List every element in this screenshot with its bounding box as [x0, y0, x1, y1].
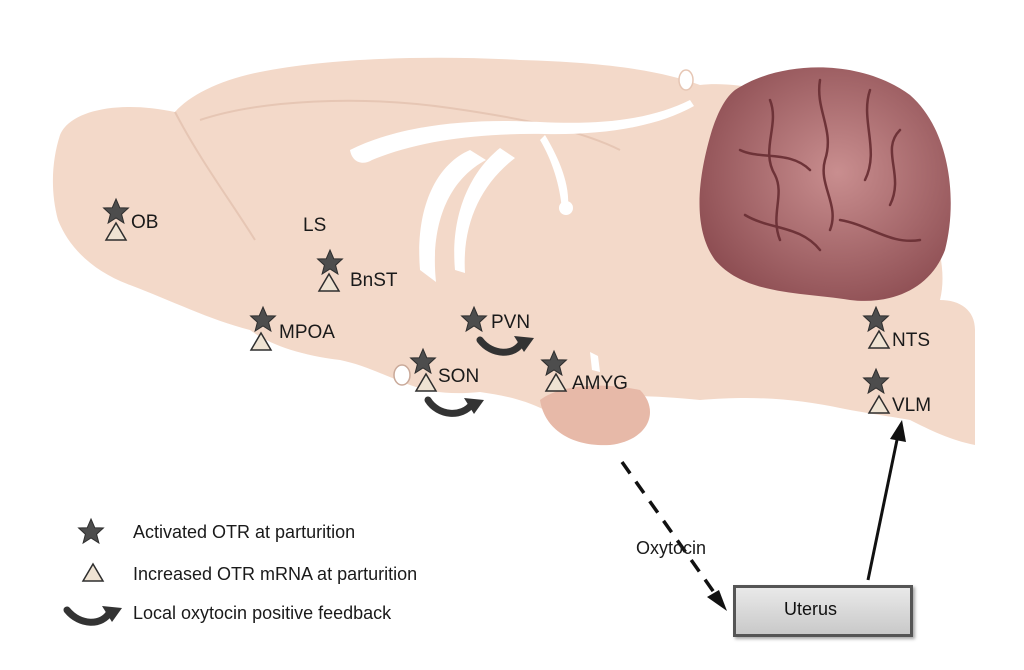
region-label-ob: OB — [131, 212, 159, 233]
uterus-to-vlm-arrow — [866, 434, 900, 581]
region-label-pvn: PVN — [491, 312, 531, 333]
olfactory-bulb-outline — [174, 111, 256, 241]
legend-arrow-text: Local oxytocin positive feedback — [133, 603, 392, 623]
fourth-notch — [590, 352, 600, 372]
uterus-box — [733, 585, 913, 637]
legend-star-icon — [78, 518, 104, 544]
legend-triangle-icon — [82, 563, 104, 582]
pineal — [678, 69, 694, 91]
feedback-arrowhead-pvn — [514, 336, 534, 352]
region-label-mpoa: MPOA — [279, 322, 335, 343]
oxytocin-label: Oxytocin — [636, 538, 707, 558]
vlm-arrowhead — [890, 420, 906, 442]
oxytocin-dashed-arrow — [620, 460, 720, 600]
uterus-label: Uterus — [784, 599, 838, 619]
region-label-son: SON — [438, 366, 480, 387]
region-label-vlm: VLM — [892, 395, 932, 416]
legend-feedback-arrow-icon — [63, 606, 114, 626]
region-label-ls: LS — [303, 215, 327, 236]
fornix-arc — [419, 150, 486, 282]
optic-chiasm — [393, 364, 411, 386]
legend-star-text: Activated OTR at parturition — [133, 522, 356, 542]
cerebellum-folia — [738, 78, 922, 252]
third-ventricle — [540, 135, 569, 210]
legend-feedback-arrowhead — [102, 606, 122, 622]
feedback-arrow-icon-son — [424, 396, 476, 417]
legend-triangle-text: Increased OTR mRNA at parturition — [133, 564, 418, 584]
region-label-nts: NTS — [892, 330, 930, 351]
region-label-amyg: AMYG — [572, 373, 628, 394]
feedback-arrowhead-son — [464, 398, 484, 414]
region-label-bnst: BnST — [350, 270, 398, 291]
hypothalamus-lobe — [540, 385, 650, 446]
oxytocin-arrowhead — [707, 590, 727, 611]
fornix-arc-inner — [454, 148, 515, 273]
lateral-ventricle — [350, 100, 694, 163]
aqueduct — [559, 201, 573, 215]
